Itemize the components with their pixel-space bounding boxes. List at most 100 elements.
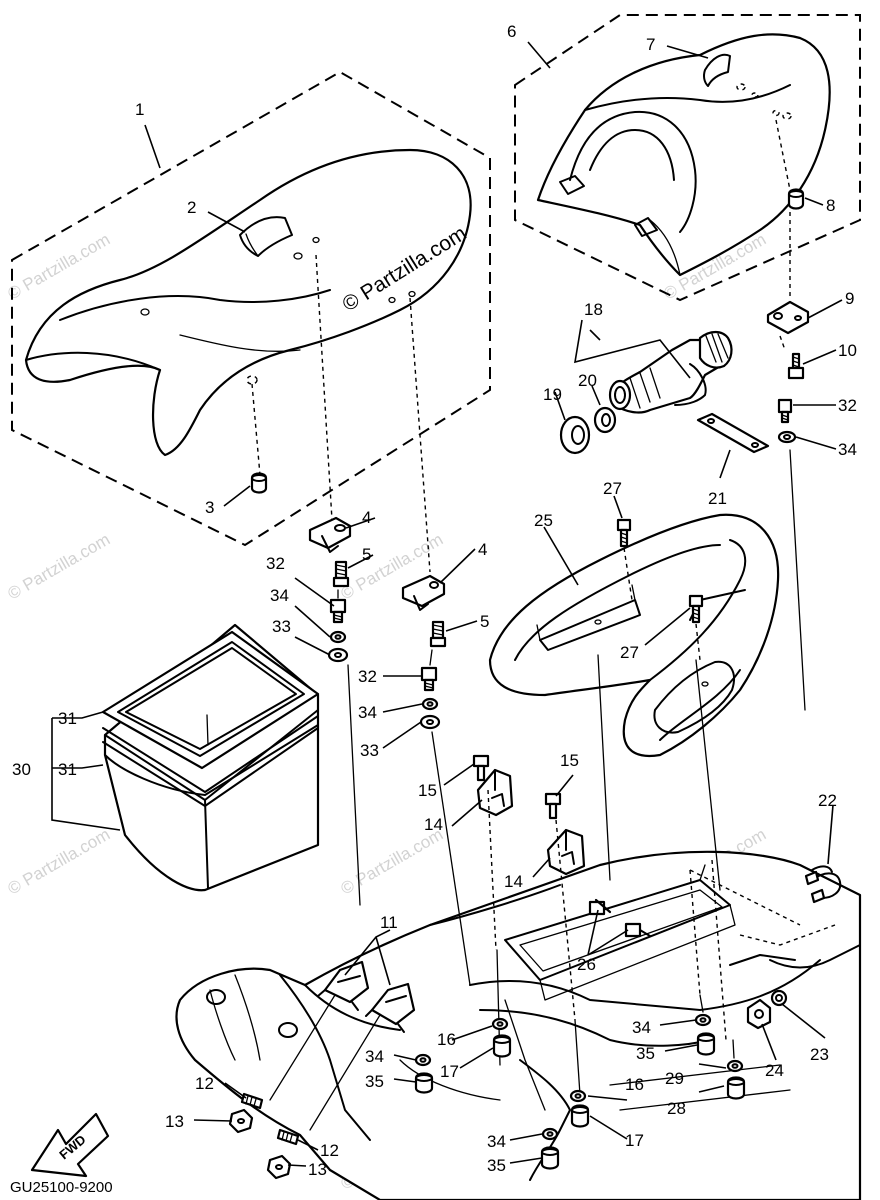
part-15-bolt-right (544, 792, 562, 820)
callout-32: 32 (266, 554, 285, 573)
part-26-bolt-a (588, 898, 612, 916)
seat-hole (408, 290, 416, 298)
part-22-clamp (804, 865, 842, 904)
part-16-washer-bottom (569, 1089, 587, 1103)
callout-16: 16 (437, 1030, 456, 1049)
callout-34: 34 (632, 1018, 651, 1037)
callout-8: 8 (826, 196, 835, 215)
part-23-washer (770, 989, 788, 1007)
part-27-screw-lower (688, 594, 704, 661)
callout-35: 35 (636, 1044, 655, 1063)
callout-3: 3 (205, 498, 214, 517)
part-21-strap (696, 412, 770, 454)
part-35-nut-right-low (696, 1032, 716, 1056)
seat-assembly-box (11, 70, 491, 547)
callout-23: 23 (810, 1045, 829, 1064)
leader-lines (51, 41, 843, 1167)
callout-22: 22 (818, 791, 837, 810)
part-14-bracket-right (546, 828, 586, 876)
callout-17: 17 (440, 1062, 459, 1081)
part-24-nut (746, 998, 772, 1030)
rear-seat-pad-7 (703, 53, 731, 87)
part-13-nut-left (228, 1108, 254, 1134)
deck-hull (175, 850, 862, 1200)
callout-18: 18 (584, 300, 603, 319)
callout-34: 34 (487, 1132, 506, 1151)
callout-4: 4 (478, 540, 487, 559)
part-29-washer (726, 1059, 744, 1073)
part-32-bolt-right (777, 398, 793, 424)
part-34-washer-bottom-left (414, 1053, 432, 1067)
part-32-bolt-left (329, 598, 347, 624)
callout-24: 24 (765, 1061, 784, 1080)
part-5-bolt-right (429, 620, 447, 648)
hull-port-left (206, 989, 226, 1005)
callout-26: 26 (577, 955, 596, 974)
part-35-nut-bottom-left (414, 1072, 434, 1094)
watermark-tile: © Partzilla.com (5, 530, 114, 604)
callout-13: 13 (165, 1112, 184, 1131)
callout-7: 7 (646, 35, 655, 54)
watermark-tile: © Partzilla.com (338, 825, 447, 899)
callout-15: 15 (418, 781, 437, 800)
part-16-washer-mid (491, 1017, 509, 1031)
part-12-stud-left (240, 1092, 264, 1110)
part-30-storage-box (101, 623, 320, 892)
diagram-code: GU25100-9200 (10, 1179, 113, 1196)
callout-17: 17 (625, 1131, 644, 1150)
callout-20: 20 (578, 371, 597, 390)
fwd-arrow-icon: FWD (30, 1112, 110, 1178)
part-27-screw-upper (616, 518, 633, 601)
part-28-nut (726, 1076, 746, 1100)
seat-hole (312, 236, 320, 244)
part-5-bolt-left (332, 560, 350, 588)
seat-hole (293, 252, 303, 260)
rear-seat-box (514, 14, 861, 302)
callout-4: 4 (362, 508, 371, 527)
part-4-bracket-left (308, 516, 352, 553)
callout-2: 2 (187, 198, 196, 217)
callout-13: 13 (308, 1160, 327, 1179)
callout-12: 12 (320, 1141, 339, 1160)
part-11-mount-left (317, 960, 370, 1011)
seat-grab-handle (239, 216, 293, 257)
watermark-tile: © Partzilla.com (5, 825, 114, 899)
callout-33: 33 (360, 741, 379, 760)
callout-35: 35 (365, 1072, 384, 1091)
part-13-nut-right (266, 1154, 292, 1180)
callout-30: 30 (12, 760, 31, 779)
callout-32: 32 (358, 667, 377, 686)
callout-31: 31 (58, 760, 77, 779)
part-19-ring (559, 415, 591, 455)
part-8-nut (787, 188, 805, 210)
part-20-ring (593, 406, 617, 434)
callout-34: 34 (365, 1047, 384, 1066)
part-33-washer-left (327, 647, 349, 663)
rear-seat (536, 33, 831, 277)
liner-opening (653, 660, 735, 734)
part-32-bolt-mid (420, 666, 438, 692)
seat-hole (246, 375, 258, 385)
part-33-washer-mid (419, 714, 441, 730)
callout-16: 16 (625, 1075, 644, 1094)
part-34-washer-right-low (694, 1013, 712, 1027)
part-9-bracket (766, 212, 810, 351)
callout-6: 6 (507, 22, 516, 41)
callout-5: 5 (362, 545, 371, 564)
part-34-washer-mid (421, 697, 439, 711)
callout-31: 31 (58, 709, 77, 728)
callout-21: 21 (708, 489, 727, 508)
front-seat (24, 148, 472, 457)
part-12-stud-right (276, 1128, 300, 1146)
callout-34: 34 (838, 440, 857, 459)
part-10-bolt (787, 352, 805, 380)
callout-33: 33 (272, 617, 291, 636)
callout-29: 29 (665, 1069, 684, 1088)
callout-5: 5 (480, 612, 489, 631)
callout-10: 10 (838, 341, 857, 360)
part-25-liner (488, 513, 780, 758)
part-11-mount-right (365, 982, 416, 1033)
part-15-bolt-left (472, 754, 490, 782)
seat-hole (388, 296, 396, 304)
